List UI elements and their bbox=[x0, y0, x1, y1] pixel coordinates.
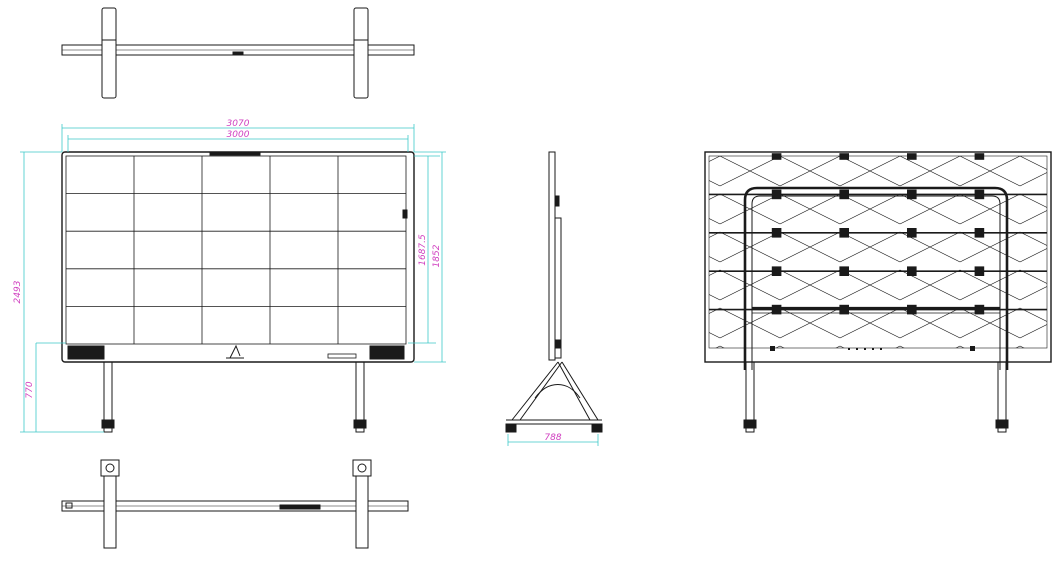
rear-bracket bbox=[906, 304, 917, 315]
rear-bracket bbox=[974, 189, 985, 200]
rear-view bbox=[704, 151, 1052, 433]
dim-screen-width: 3000 bbox=[227, 130, 250, 140]
rear-top-bracket bbox=[839, 153, 850, 160]
rear-bracket bbox=[906, 189, 917, 200]
front-view bbox=[61, 151, 415, 433]
front-dimensions bbox=[20, 124, 446, 433]
rear-bracket bbox=[839, 189, 850, 200]
dim-screen-height: 1687.5 bbox=[418, 234, 428, 266]
side-dimensions bbox=[507, 434, 599, 446]
rear-bracket bbox=[906, 228, 917, 238]
rear-bracket bbox=[974, 228, 985, 238]
rear-bracket bbox=[771, 266, 782, 277]
rear-bracket bbox=[974, 304, 985, 315]
rear-bracket bbox=[771, 228, 782, 238]
side-view bbox=[505, 151, 603, 433]
rear-bracket bbox=[839, 266, 850, 277]
bottom-view bbox=[61, 459, 409, 549]
rear-bracket bbox=[974, 266, 985, 277]
dim-overall-width: 3070 bbox=[227, 119, 250, 129]
rear-bracket bbox=[771, 304, 782, 315]
dim-floor-clearance: 770 bbox=[25, 381, 35, 398]
rear-top-bracket bbox=[771, 153, 782, 160]
rear-bracket bbox=[839, 228, 850, 238]
dim-panel-height: 1852 bbox=[432, 244, 442, 267]
rear-top-bracket bbox=[906, 153, 917, 160]
rear-bracket bbox=[771, 189, 782, 200]
rear-frame-grid bbox=[709, 153, 1047, 315]
front-led-grid bbox=[66, 156, 406, 344]
rear-bracket bbox=[839, 304, 850, 315]
front-dimension-labels: 3070 3000 2493 770 1687.5 1852 bbox=[13, 119, 442, 399]
top-view bbox=[61, 7, 415, 99]
dim-base-depth: 788 bbox=[544, 433, 561, 443]
rear-top-bracket bbox=[974, 153, 985, 160]
dim-overall-height: 2493 bbox=[13, 280, 23, 303]
rear-bracket bbox=[906, 266, 917, 277]
